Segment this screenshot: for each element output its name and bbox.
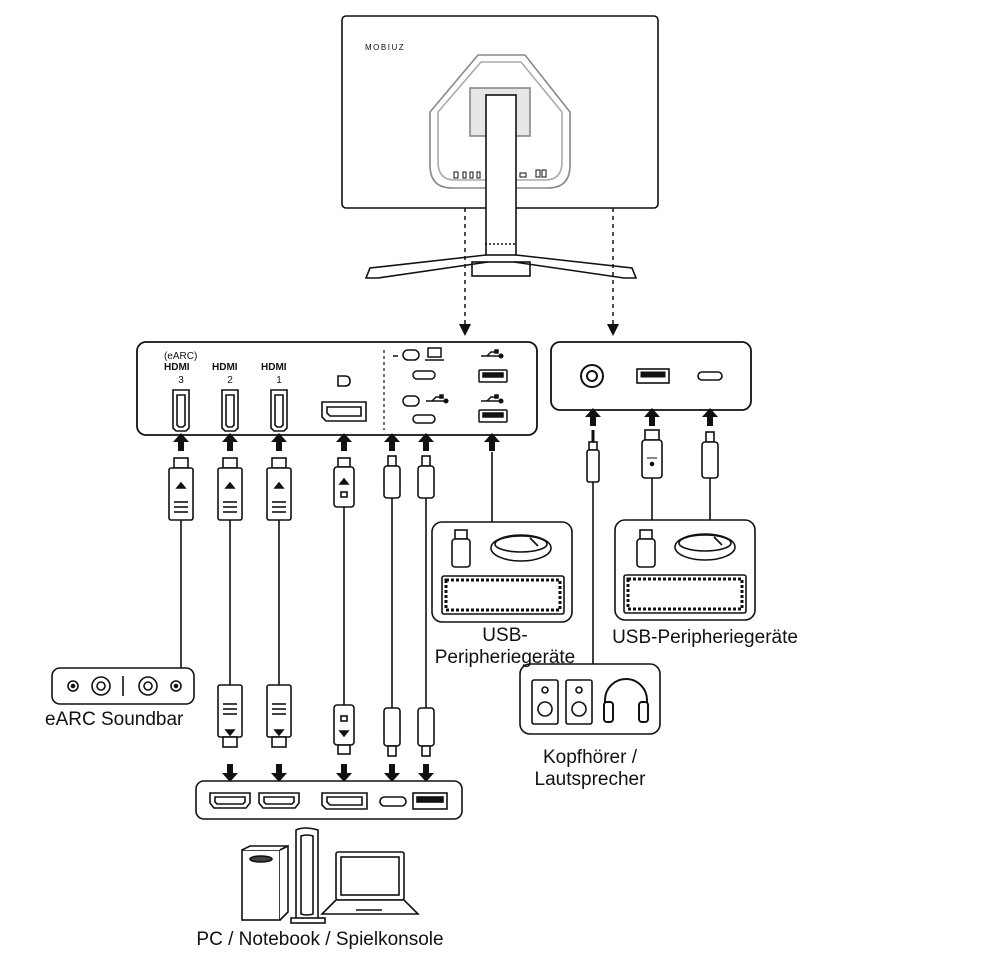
mouse-icon	[674, 533, 736, 561]
arrow-down-icon	[271, 764, 287, 782]
hdmi-port-icon	[258, 792, 300, 809]
hdmi-port-icon	[270, 389, 288, 432]
usb-c-symbol-icon	[402, 395, 420, 407]
laptop-icon	[425, 347, 444, 361]
hdmi-port-icon	[172, 389, 190, 432]
soundbar-device	[51, 667, 195, 705]
arrow-down-icon	[384, 764, 400, 782]
sources-label: PC / Notebook / Spielkonsole	[196, 929, 444, 950]
usb-c-cable-1	[383, 455, 401, 757]
arrow-down-icon	[336, 764, 352, 782]
displayport-icon	[321, 375, 367, 422]
hdmi-logo-1: HDMI	[261, 362, 287, 373]
usb-a-port-icon	[636, 368, 670, 384]
hdmi-number-2: 2	[227, 375, 233, 386]
arrow-up-icon	[702, 408, 718, 426]
hdmi-logo-2: HDMI	[212, 362, 238, 373]
usb-peripherals-left-label-line1: USB-	[482, 625, 528, 646]
usb-peripherals-left-box	[431, 521, 573, 623]
hdmi-number-1: 1	[276, 375, 282, 386]
monitor-rear-view: MOBIUZ	[341, 15, 659, 279]
hdmi-cable-2	[217, 457, 243, 748]
earc-tag: (eARC)	[164, 351, 197, 362]
arrow-up-icon	[271, 433, 287, 451]
arrow-up-icon	[585, 408, 601, 426]
speaker-icon	[565, 679, 593, 725]
usb-c-cable-side	[701, 431, 719, 520]
usb-peripherals-right-box	[614, 519, 756, 621]
hdmi-cable-1	[266, 457, 292, 748]
usb-c-symbol-icon	[402, 349, 420, 361]
speaker-icon	[531, 679, 559, 725]
headphones-icon	[603, 678, 649, 723]
usb-symbol-icon	[426, 394, 449, 404]
brand-mark: MOBIUZ	[365, 43, 405, 52]
hdmi-port-icon	[221, 389, 239, 432]
headphones-label-line2: Lautsprecher	[534, 769, 646, 790]
mouse-icon	[490, 534, 552, 562]
arrow-up-icon	[173, 433, 189, 451]
audio-jack-icon	[580, 364, 604, 388]
headphones-label-line1: Kopfhörer /	[543, 747, 637, 768]
game-console-icon	[290, 827, 326, 924]
arrow-up-icon	[222, 433, 238, 451]
arrows-down	[222, 764, 434, 782]
usb-stick-icon	[451, 529, 471, 568]
usb-peripherals-right-label: USB-Peripheriegeräte	[612, 627, 798, 648]
hdmi-port-icon	[209, 792, 251, 809]
usb-a-port-icon	[478, 369, 508, 383]
arrow-up-icon	[384, 433, 400, 451]
usb-peripherals-left-label-line2: Peripheriegeräte	[434, 647, 576, 668]
hdmi-number-3: 3	[178, 375, 184, 386]
keyboard-icon	[441, 575, 565, 615]
arrow-up-icon	[418, 433, 434, 451]
usb-c-port-icon	[412, 414, 436, 424]
usb-c-port-icon	[412, 370, 436, 380]
arrows-up	[173, 408, 718, 451]
audio-devices-box	[519, 663, 661, 735]
usb-c-cable-2	[417, 455, 435, 757]
usb-c-port-icon	[379, 796, 407, 807]
arrow-down-icon	[222, 764, 238, 782]
usb-c-port-icon	[697, 371, 723, 381]
side-port-panel	[550, 341, 752, 411]
displayport-cable	[333, 457, 355, 755]
displayport-icon	[321, 792, 368, 810]
usb-a-cable-side	[641, 429, 663, 520]
hdmi-logo-3: HDMI	[164, 362, 190, 373]
usb-symbol-icon	[481, 394, 504, 404]
hdmi-cable-earc	[168, 457, 194, 668]
arrow-up-icon	[644, 408, 660, 426]
usb-a-port-icon	[478, 409, 508, 423]
usb-stick-icon	[636, 529, 656, 568]
pc-tower-icon	[241, 844, 289, 921]
audio-cable	[586, 430, 600, 665]
usb-symbol-icon	[481, 349, 504, 359]
arrow-down-icon	[418, 764, 434, 782]
arrow-up-icon	[484, 433, 500, 451]
source-port-panel	[195, 780, 463, 820]
soundbar-label: eARC Soundbar	[45, 709, 184, 730]
keyboard-icon	[623, 574, 747, 614]
cables	[168, 429, 719, 757]
laptop-icon	[320, 851, 420, 915]
source-devices	[241, 827, 420, 924]
arrow-up-icon	[336, 433, 352, 451]
main-port-panel: (eARC) HDMI HDMI HDMI 3 2 1	[136, 341, 538, 436]
